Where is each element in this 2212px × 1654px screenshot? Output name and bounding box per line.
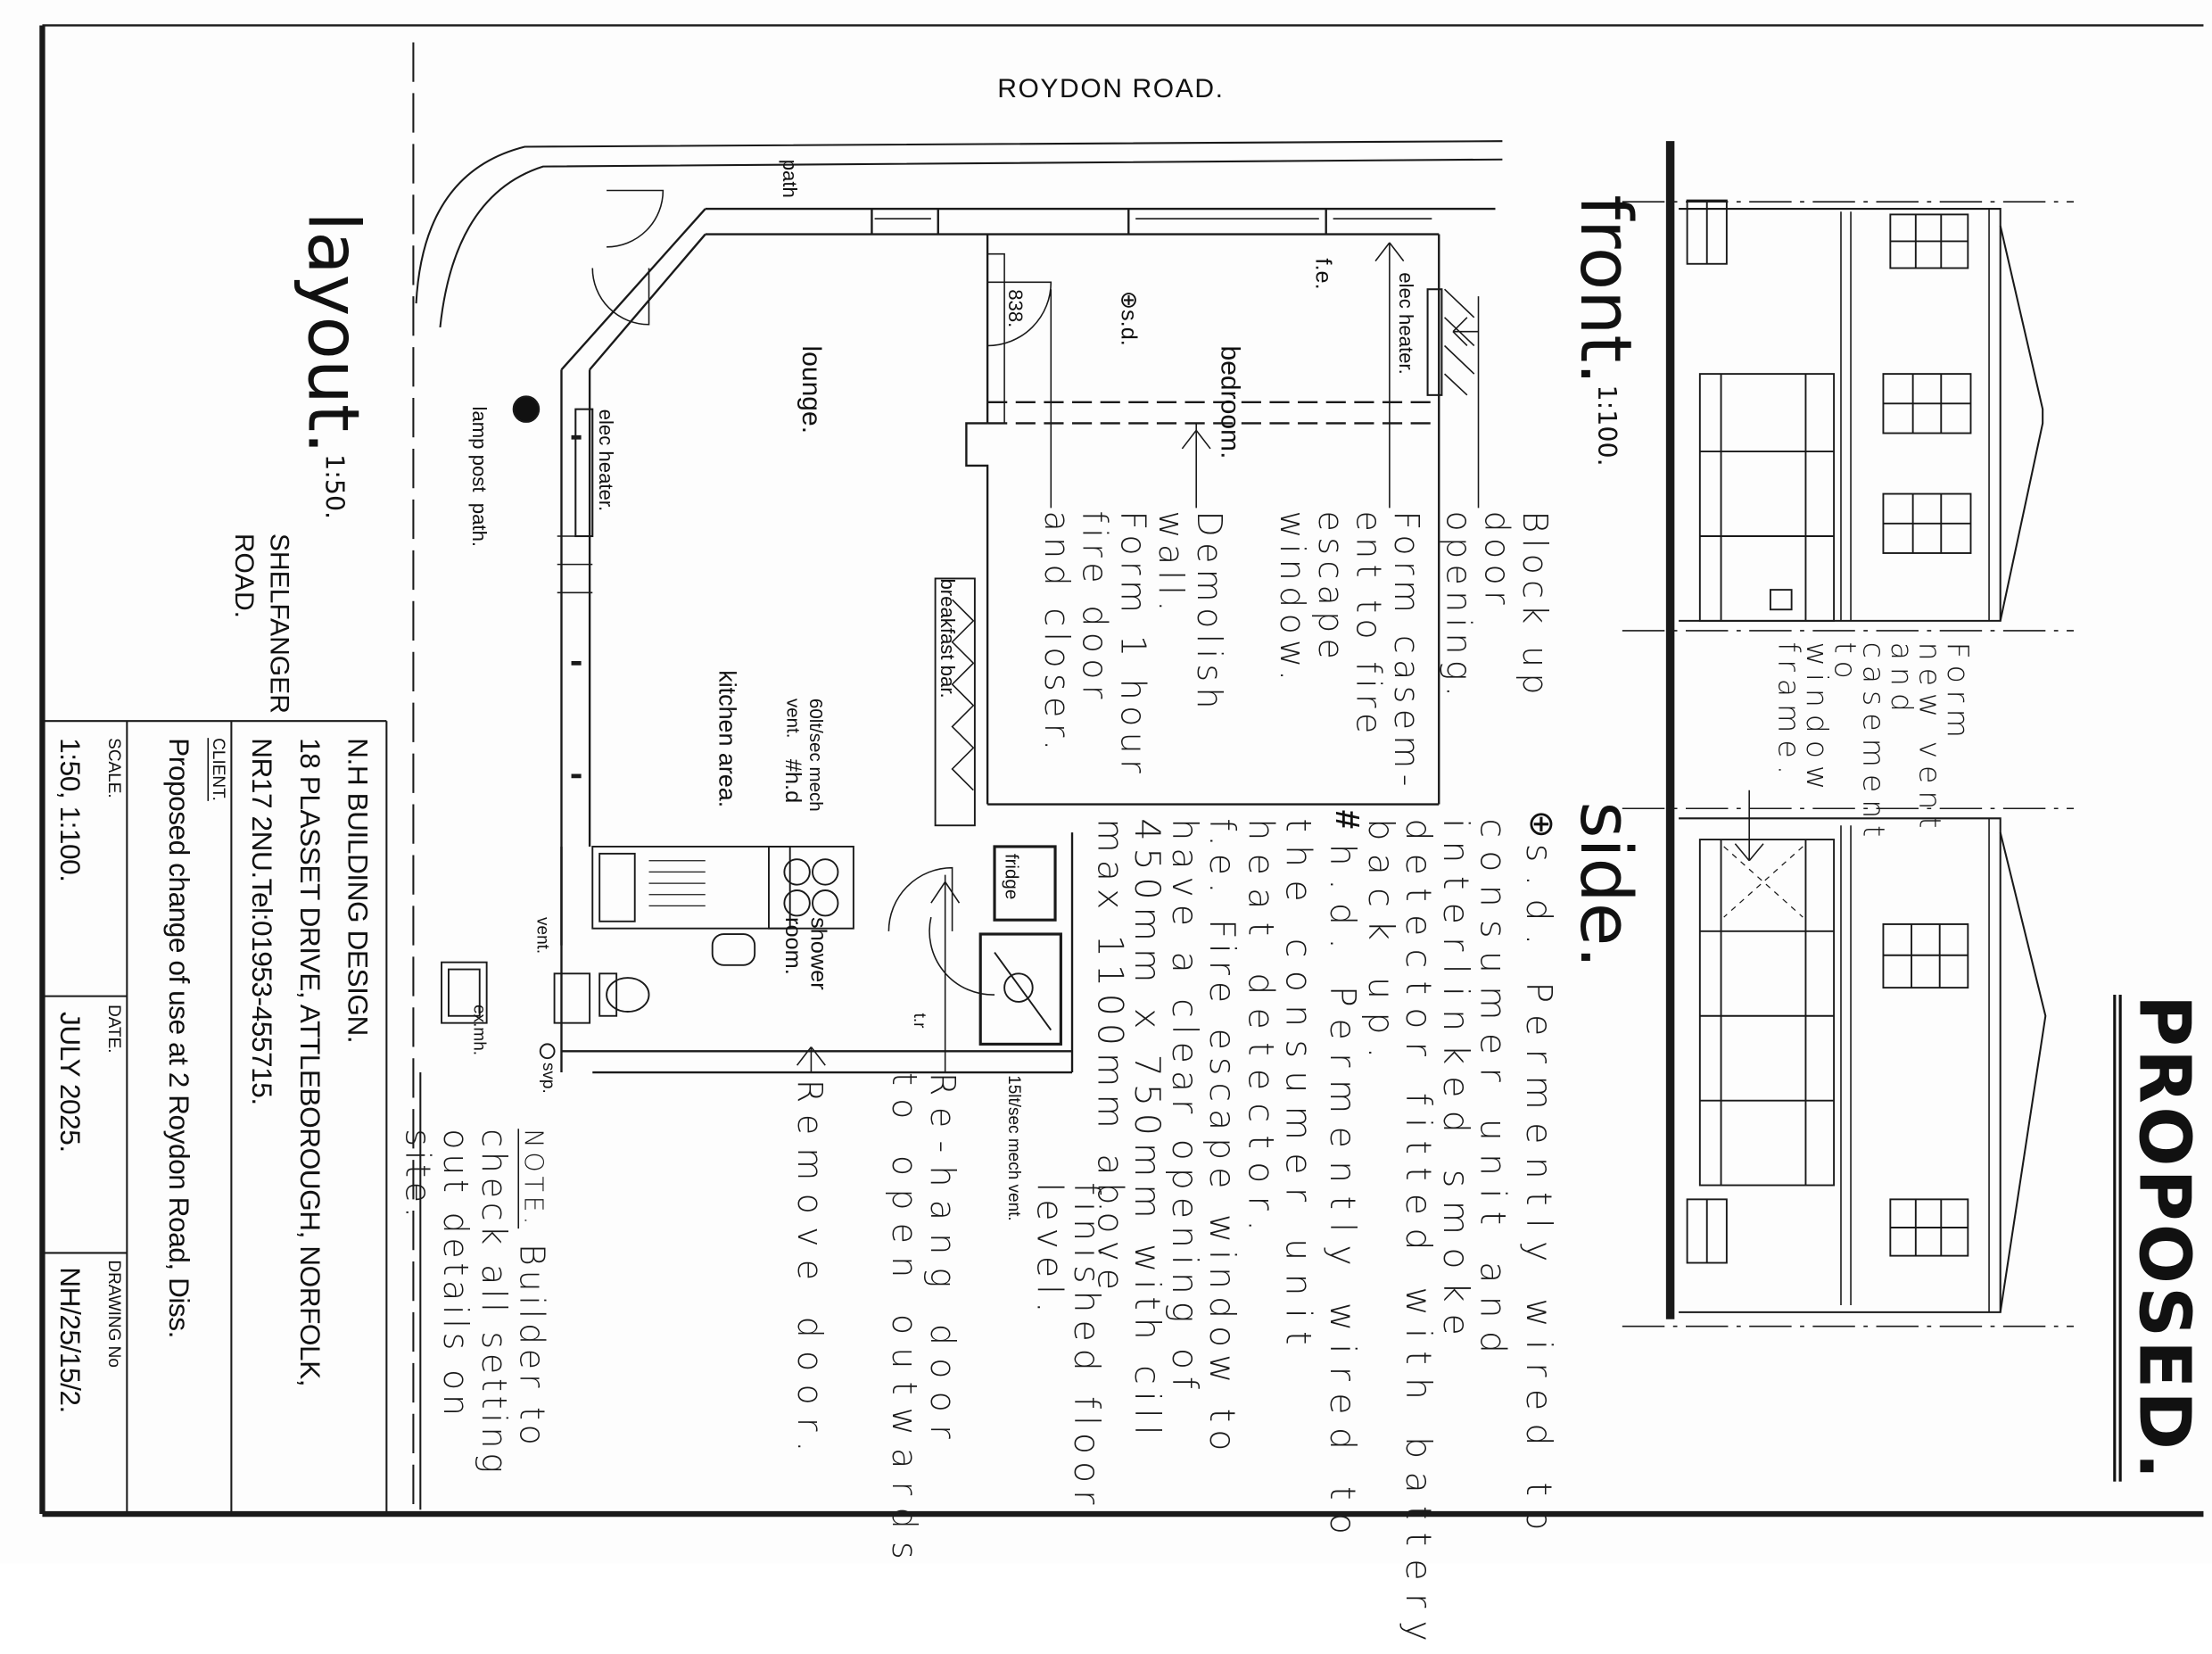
label-vent: vent. xyxy=(532,917,553,955)
label-lounge: lounge. xyxy=(796,345,826,434)
label-breakfast-bar: breakfast bar. xyxy=(937,578,960,699)
lamp-post xyxy=(512,395,541,423)
breakfast-bar xyxy=(934,577,976,827)
heading-side: side. xyxy=(1564,801,1647,969)
label-door-width: 838. xyxy=(1004,289,1028,328)
label-towel-rail: t.r xyxy=(910,1013,930,1029)
company-address-line2: NR17 2NU.Tel:01953-455715. xyxy=(245,738,276,1105)
label-svp: svp. xyxy=(539,1062,559,1094)
smoke-detector-marker: ⊕s.d. xyxy=(1114,291,1141,346)
smoke-detector-icon: ⊕ xyxy=(1522,809,1561,839)
date-value: JULY 2025. xyxy=(54,1012,85,1153)
heat-detector-icon: # xyxy=(1327,809,1366,829)
note-builder-label: NOTE. xyxy=(517,1129,548,1229)
note-form-casement: Form casem- ent to fire escape window. xyxy=(1272,510,1426,792)
heading-layout: layout.1:50. xyxy=(292,211,374,520)
shower-tray xyxy=(978,932,1062,1046)
kitchen-sink xyxy=(598,852,636,922)
label-shower-room: shower room. xyxy=(780,917,830,990)
label-bedroom: bedroom. xyxy=(1214,345,1244,459)
title-block-company: N.H BUILDING DESIGN. 18 PLASSET DRIVE, AT… xyxy=(237,738,381,1386)
scale-label: SCALE. xyxy=(104,738,125,798)
heading-front-scale: 1:100. xyxy=(1591,385,1622,467)
label-mech-vent-shower: 15lt/sec mech vent. xyxy=(1004,1075,1025,1221)
scale-value: 1:50, 1:100. xyxy=(54,738,85,882)
client-label: CLIENT. xyxy=(209,738,229,801)
elevation-drawings xyxy=(1622,141,2074,1327)
plan-doors xyxy=(591,189,1052,996)
road-label-shelfanger: SHELFANGER ROAD. xyxy=(228,533,293,714)
label-hd: h.d xyxy=(780,771,805,804)
road-curb xyxy=(415,140,1503,328)
toilet xyxy=(606,977,650,1013)
label-existing-manhole: ex.mh. xyxy=(469,1005,490,1056)
heading-front-text: front. xyxy=(1564,194,1647,385)
note-sd-body: consumer unit and interlinked smoke dete… xyxy=(1360,818,1515,1654)
label-elec-heater-lounge: elec heater. xyxy=(595,409,618,512)
note-hd-first-line: h.d. Permently wired to xyxy=(1322,843,1364,1548)
note-sd-first-line: s.d. Permently wired to xyxy=(1518,843,1560,1543)
manhole-cover xyxy=(441,961,488,1024)
client-value: Proposed change of use at 2 Roydon Road,… xyxy=(161,738,194,1338)
note-demolish-wall: Demolish wall. Form 1 hour fire door and… xyxy=(1036,510,1229,779)
smoke-detector-icon: ⊕ xyxy=(1116,290,1140,310)
drawing-sheet: ROYDON ROAD. layout.1:50. SHELFANGER ROA… xyxy=(39,24,2206,1654)
note-remove-door: Remove door. xyxy=(789,1079,830,1465)
note-rehang-door: Re-hang door to open outwards xyxy=(884,1072,962,1573)
label-path-top: path xyxy=(779,159,802,198)
label-fridge: fridge xyxy=(1001,853,1023,900)
svp-marker xyxy=(539,1043,556,1060)
label-elec-heater-bedroom: elec heater. xyxy=(1395,272,1418,375)
label-sd: s.d. xyxy=(1116,310,1140,346)
company-name: N.H BUILDING DESIGN. xyxy=(341,738,373,1044)
label-mech-vent-kitchen: 60lt/sec mech vent. xyxy=(782,698,827,812)
road-label-roydon: ROYDON ROAD. xyxy=(997,74,1225,105)
heat-detector-icon: # xyxy=(780,758,805,772)
note-builder-first: Builder to xyxy=(512,1228,552,1450)
fridge-outline xyxy=(993,845,1057,922)
label-lamp-post-path: lamp post path. xyxy=(468,406,491,548)
drawing-number-label: DRAWING No xyxy=(104,1260,125,1368)
kitchen-fixtures xyxy=(441,577,1062,1060)
heat-detector-marker: #h.d xyxy=(779,758,805,804)
note-fire-escape-window-tail: finished floor level. xyxy=(1028,1182,1108,1512)
elevation-windows xyxy=(1686,199,1972,1264)
note-builder-body: check all setting out details on site. xyxy=(398,1129,514,1477)
note-block-up-door: Block up door opening. xyxy=(1439,510,1555,703)
basin xyxy=(711,933,756,966)
hob xyxy=(768,846,854,930)
drawing-number-value: NH/25/15/2. xyxy=(54,1267,85,1413)
label-kitchen-area: kitchen area. xyxy=(714,670,741,808)
company-address-line1: 18 PLASSET DRIVE, ATTLEBOROUGH, NORFOLK, xyxy=(293,738,325,1387)
leader-lines xyxy=(796,242,1764,1073)
heading-layout-text: layout. xyxy=(292,211,375,455)
heading-front: front.1:100. xyxy=(1564,194,1647,467)
sheet-border xyxy=(39,24,2204,1518)
drawing-linework xyxy=(39,24,2204,1518)
heading-layout-scale: 1:50. xyxy=(318,454,349,520)
label-fe: f.e. xyxy=(1310,258,1335,290)
date-label: DATE. xyxy=(104,1005,125,1054)
floor-plan-walls xyxy=(557,207,1496,1074)
note-hd-body: the consumer unit heat detector. xyxy=(1241,818,1319,1358)
title-block-frame xyxy=(42,42,422,1515)
kitchen-worktop xyxy=(591,846,791,930)
note-fire-escape-window: f.e. Fire escape window to have a clear … xyxy=(1089,818,1243,1459)
note-builder-first-line: NOTE. Builder to xyxy=(512,1129,551,1449)
note-elevation-vent: Form new vent and casement to window fra… xyxy=(1771,641,1976,845)
heading-proposed: PROPOSED. xyxy=(2113,995,2205,1483)
